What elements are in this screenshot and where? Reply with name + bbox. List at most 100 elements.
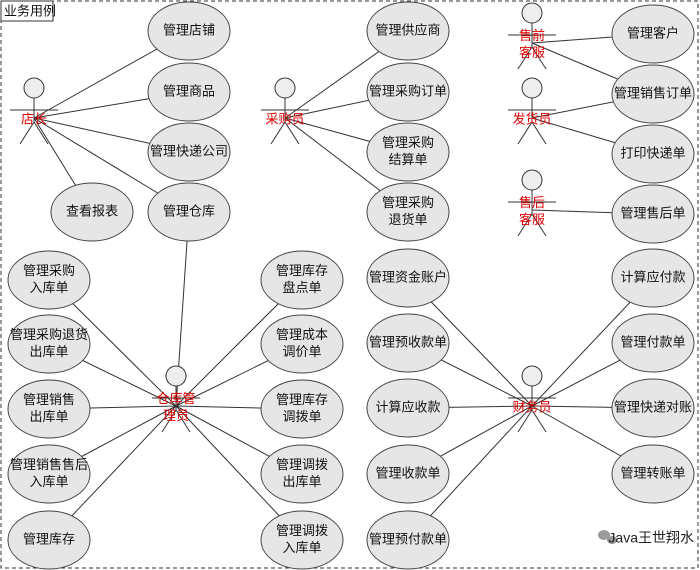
use-case-store[interactable]: 管理店铺 (147, 1, 231, 61)
use-case-ellipse[interactable] (260, 444, 344, 504)
use-case-ellipse[interactable] (366, 378, 450, 438)
use-case-label: 入库单 (29, 474, 68, 489)
use-case-ellipse[interactable] (7, 250, 91, 310)
use-case-label: 出库单 (29, 409, 68, 424)
use-case-label: 调拨单 (282, 409, 321, 424)
use-case-customer[interactable]: 管理客户 (611, 4, 695, 64)
use-case-ellipse[interactable] (611, 64, 695, 124)
use-case-label: 管理资金账户 (369, 269, 447, 284)
actor-figure-icon (261, 77, 309, 145)
use-case-label: 管理采购 (382, 195, 434, 210)
actor-figure-icon (508, 169, 556, 237)
use-case-after[interactable]: 管理售后单 (611, 184, 695, 244)
use-case-label: 管理采购退货 (10, 327, 88, 342)
use-case-ellipse[interactable] (366, 182, 450, 242)
use-case-ellipse[interactable] (366, 62, 450, 122)
use-case-so[interactable]: 管理销售订单 (611, 64, 695, 124)
use-case-ellipse[interactable] (366, 1, 450, 61)
use-case-receipt[interactable]: 管理收款单 (366, 444, 450, 504)
use-case-calcpay[interactable]: 计算应付款 (611, 248, 695, 308)
use-case-ellipse[interactable] (7, 379, 91, 439)
use-case-ellipse[interactable] (366, 313, 450, 373)
use-case-goods[interactable]: 管理商品 (147, 62, 231, 122)
use-case-ellipse[interactable] (260, 510, 344, 570)
use-case-ellipse[interactable] (611, 444, 695, 504)
use-case-ellipse[interactable] (366, 444, 450, 504)
use-case-prepay[interactable]: 管理预付款单 (366, 510, 450, 570)
use-case-exrecon[interactable]: 管理快递对账 (611, 378, 695, 438)
use-case-ellipse[interactable] (611, 4, 695, 64)
wechat-logo-icon (598, 530, 617, 544)
use-case-label: 管理供应商 (375, 22, 440, 37)
use-case-ellipse[interactable] (366, 122, 450, 182)
use-case-ellipse[interactable] (611, 248, 695, 308)
actor-label: 仓库管 (156, 391, 195, 406)
use-case-ellipse[interactable] (147, 1, 231, 61)
watermark: Java王世翔水 (598, 530, 694, 546)
actor-buyer[interactable]: 采购员 (261, 77, 309, 145)
use-case-label: 出库单 (29, 344, 68, 359)
use-case-label: 盘点单 (282, 280, 321, 295)
use-case-label: 退货单 (388, 212, 427, 227)
use-case-print[interactable]: 打印快递单 (611, 124, 695, 184)
diagram-title: 业务用例 (4, 3, 56, 18)
use-case-ellipse[interactable] (147, 182, 231, 242)
use-case-prerec[interactable]: 管理预收款单 (366, 313, 450, 373)
actor-figure-icon (10, 77, 58, 145)
use-case-ellipse[interactable] (7, 510, 91, 570)
actor-shipper[interactable]: 发货员 (508, 77, 556, 145)
diagram-title-bar (0, 0, 54, 22)
use-case-transfer2[interactable]: 管理转账单 (611, 444, 695, 504)
use-case-label: 管理库存 (23, 531, 75, 546)
use-case-express[interactable]: 管理快递公司 (147, 122, 231, 182)
use-case-supplier[interactable]: 管理供应商 (366, 1, 450, 61)
use-case-label: 管理售后单 (620, 205, 685, 220)
use-case-calcrec[interactable]: 计算应收款 (366, 378, 450, 438)
use-case-label: 计算应付款 (620, 269, 685, 284)
use-case-ellipse[interactable] (7, 444, 91, 504)
use-case-ellipse[interactable] (611, 184, 695, 244)
use-case-ellipse[interactable] (366, 248, 450, 308)
actor-label: 售前 (519, 28, 545, 43)
use-case-ellipse[interactable] (260, 379, 344, 439)
use-case-po[interactable]: 管理采购订单 (366, 62, 450, 122)
use-case-label: 管理快递对账 (614, 399, 692, 414)
use-case-ellipse[interactable] (50, 182, 134, 242)
use-cases: 管理店铺管理商品管理快递公司查看报表管理仓库 管理供应商管理采购订单管理采购结算单… (7, 1, 695, 570)
use-case-ellipse[interactable] (147, 62, 231, 122)
actor-label: 财务员 (512, 399, 551, 414)
actor-owner[interactable]: 店长 (10, 77, 58, 145)
use-case-label: 管理调拨 (276, 523, 328, 538)
use-case-ellipse[interactable] (7, 314, 91, 374)
use-case-ellipse[interactable] (366, 510, 450, 570)
actor-finance[interactable]: 财务员 (508, 365, 556, 433)
use-case-wh[interactable]: 管理仓库 (147, 182, 231, 242)
use-case-payment[interactable]: 管理付款单 (611, 313, 695, 373)
use-case-stock[interactable]: 管理库存 (7, 510, 91, 570)
use-case-ellipse[interactable] (260, 250, 344, 310)
use-case-ellipse[interactable] (611, 124, 695, 184)
use-case-report[interactable]: 查看报表 (50, 182, 134, 242)
use-case-ellipse[interactable] (611, 313, 695, 373)
use-case-ellipse[interactable] (611, 378, 695, 438)
use-case-fund[interactable]: 管理资金账户 (366, 248, 450, 308)
use-case-ellipse[interactable] (260, 314, 344, 374)
use-case-ellipse[interactable] (147, 122, 231, 182)
actor-label: 店长 (21, 111, 47, 126)
use-case-label: 打印快递单 (620, 145, 685, 160)
